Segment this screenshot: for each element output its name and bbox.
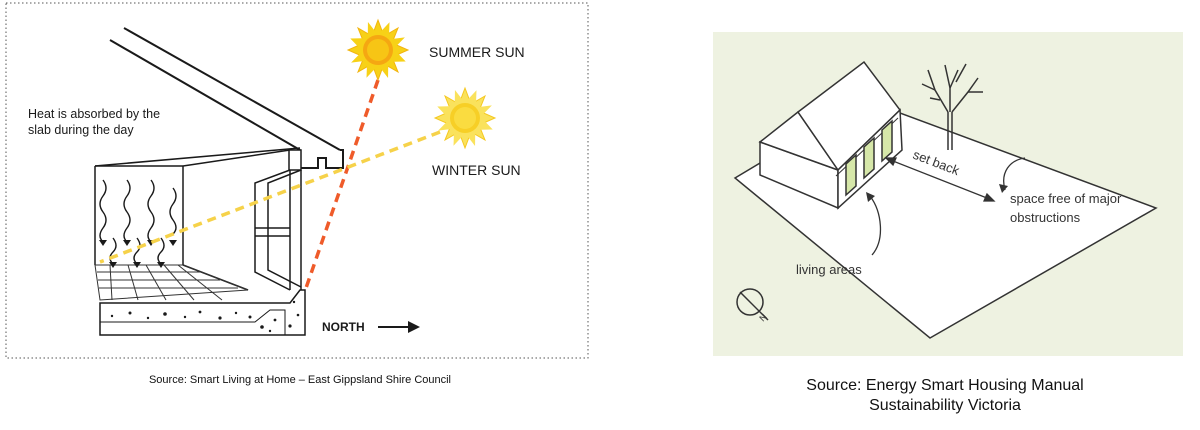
- heat-absorption-arrows: [99, 179, 177, 265]
- floor-grid: [94, 264, 249, 301]
- heat-arrow-heads: [99, 240, 177, 268]
- north-label: NORTH: [322, 320, 365, 334]
- set-back-arrow: [884, 157, 996, 202]
- right-source-caption: Source: Energy Smart Housing Manual Sust…: [690, 376, 1200, 416]
- summer-sun-icon: [346, 18, 410, 82]
- living-window-3: [881, 119, 893, 163]
- concrete-slab: [99, 289, 306, 336]
- house: [758, 60, 903, 210]
- solar-access-diagram-left: Heat is absorbed by the slab during the …: [5, 2, 589, 386]
- winter-sun-icon: [433, 86, 497, 150]
- winter-sun-ray: [99, 130, 441, 264]
- space-label-line2: obstructions: [1010, 210, 1081, 225]
- right-caption-line2: Sustainability Victoria: [869, 397, 1021, 414]
- space-label-line1: space free of major: [1010, 191, 1122, 206]
- living-pointer-line: [869, 195, 882, 256]
- heat-label-line2: slab during the day: [28, 123, 134, 137]
- left-dotted-frame: [5, 2, 589, 359]
- solar-access-diagram-right: set back space free of major obstruction…: [600, 0, 1200, 430]
- north-arrow-icon: [378, 321, 420, 333]
- roof-eave: [109, 27, 344, 169]
- summer-sun-label: SUMMER SUN: [429, 44, 525, 60]
- window-wall: [254, 149, 302, 291]
- living-window-1: [845, 153, 857, 197]
- space-pointer-arrow: [999, 184, 1008, 193]
- right-caption-line1: Source: Energy Smart Housing Manual: [806, 377, 1084, 394]
- ceiling-line: [94, 147, 301, 167]
- living-window-2: [863, 136, 875, 180]
- living-pointer-arrow: [866, 192, 875, 202]
- right-diagram-svg: set back space free of major obstruction…: [713, 32, 1183, 356]
- winter-sun-label: WINTER SUN: [432, 162, 521, 178]
- living-areas-label: living areas: [796, 262, 862, 277]
- left-source-caption: Source: Smart Living at Home – East Gipp…: [148, 374, 452, 386]
- heat-label-line1: Heat is absorbed by the: [28, 107, 160, 121]
- summer-sun-ray: [304, 79, 380, 289]
- tree-icon: [921, 63, 983, 150]
- north-symbol-icon: N: [736, 288, 769, 324]
- north-symbol-label: N: [757, 312, 769, 324]
- left-diagram-svg: Heat is absorbed by the slab during the …: [5, 2, 589, 359]
